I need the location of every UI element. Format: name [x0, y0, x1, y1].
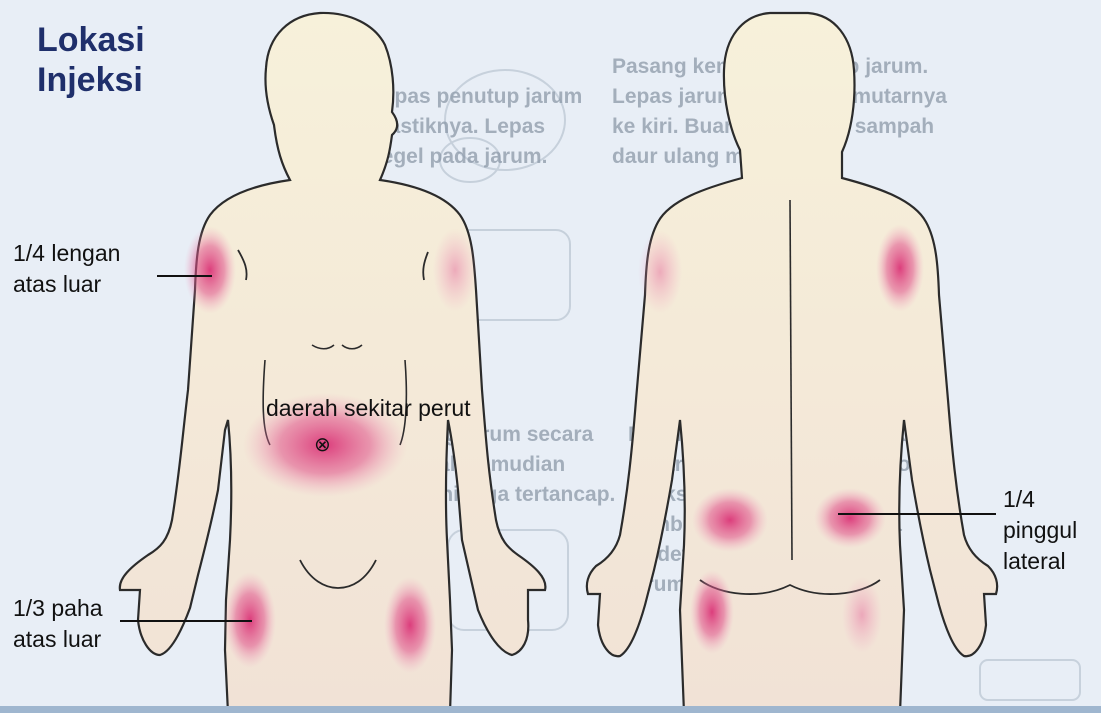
injection-mark-icon: ⊗ — [314, 433, 331, 455]
zone-back-left-thigh — [690, 570, 734, 654]
label-thigh: 1/3 paha atas luar — [13, 593, 103, 655]
back-body-outline — [587, 13, 997, 713]
zone-front-right-thigh — [384, 577, 436, 673]
zone-back-right-arm — [876, 224, 924, 312]
page-title: Lokasi Injeksi — [37, 20, 145, 100]
label-upper-arm: 1/4 lengan atas luar — [13, 238, 120, 300]
zone-back-left-hip — [692, 488, 768, 552]
front-figure — [120, 13, 546, 713]
label-hip: 1/4 pinggul lateral — [1003, 484, 1077, 577]
back-figure — [587, 13, 997, 713]
zone-front-right-arm — [433, 228, 477, 312]
zone-back-left-arm — [638, 230, 682, 314]
zone-front-left-arm — [184, 226, 236, 314]
zone-back-right-hip — [814, 488, 886, 548]
label-abdomen: daerah sekitar perut — [266, 393, 471, 424]
zone-back-right-thigh — [842, 577, 882, 653]
front-body-outline — [120, 13, 546, 713]
bottom-frame-edge — [0, 706, 1101, 713]
